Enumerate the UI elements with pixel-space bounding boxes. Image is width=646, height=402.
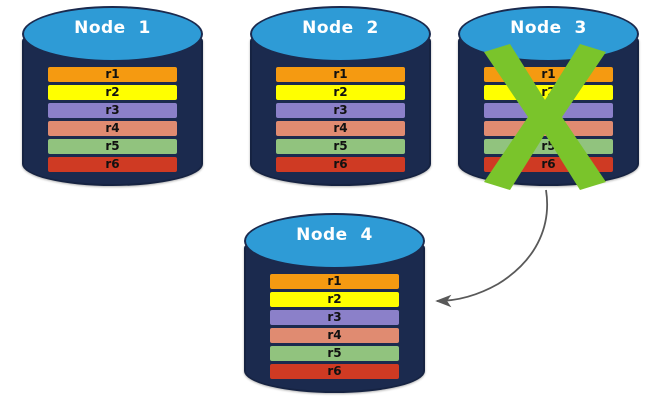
node-4-row-r3: r3 (270, 310, 399, 325)
node-2-row-r1: r1 (276, 67, 405, 82)
node-2-row-r4: r4 (276, 121, 405, 136)
node-1-row-r3: r3 (48, 103, 177, 118)
node-4-row-r2: r2 (270, 292, 399, 307)
node-4-row-r4: r4 (270, 328, 399, 343)
node-2-row-r5: r5 (276, 139, 405, 154)
node-2-rows: r1 r2 r3 r4 r5 r6 (276, 67, 405, 172)
node-1-rows: r1 r2 r3 r4 r5 r6 (48, 67, 177, 172)
node-2-row-r6: r6 (276, 157, 405, 172)
node-1-row-r2: r2 (48, 85, 177, 100)
node-4[interactable]: Node 4 r1 r2 r3 r4 r5 r6 (244, 213, 425, 393)
node-1-row-r5: r5 (48, 139, 177, 154)
node-1[interactable]: Node 1 r1 r2 r3 r4 r5 r6 (22, 6, 203, 186)
node-3-row-r5: r5 (484, 139, 613, 154)
node-2-cylinder-top (250, 6, 431, 62)
node-2-row-r2: r2 (276, 85, 405, 100)
node-3-row-r3: r3 (484, 103, 613, 118)
node-1-row-r1: r1 (48, 67, 177, 82)
node-1-row-r4: r4 (48, 121, 177, 136)
node-3[interactable]: Node 3 r1 r2 r3 r4 r5 r6 (458, 6, 639, 186)
node-3-row-r2: r2 (484, 85, 613, 100)
node-3-row-r6: r6 (484, 157, 613, 172)
node-3-row-r1: r1 (484, 67, 613, 82)
node-2[interactable]: Node 2 r1 r2 r3 r4 r5 r6 (250, 6, 431, 186)
node-3-cylinder-top (458, 6, 639, 62)
node-3-rows: r1 r2 r3 r4 r5 r6 (484, 67, 613, 172)
node-1-cylinder-top (22, 6, 203, 62)
node-2-row-r3: r3 (276, 103, 405, 118)
node-4-row-r1: r1 (270, 274, 399, 289)
node-1-row-r6: r6 (48, 157, 177, 172)
node-4-row-r6: r6 (270, 364, 399, 379)
node-4-rows: r1 r2 r3 r4 r5 r6 (270, 274, 399, 379)
node-3-row-r4: r4 (484, 121, 613, 136)
node-4-cylinder-top (244, 213, 425, 269)
node-4-row-r5: r5 (270, 346, 399, 361)
